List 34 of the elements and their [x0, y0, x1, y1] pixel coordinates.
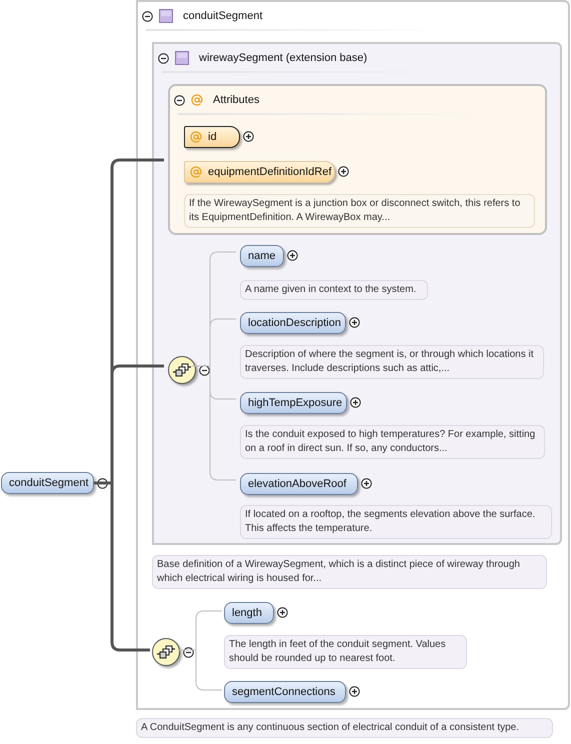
element-box: [224, 681, 346, 703]
attribute-name: equipmentDefinitionIdRef: [208, 164, 332, 180]
element-name: name: [248, 248, 276, 264]
sequence-compositor: [152, 638, 180, 666]
element-name: highTempExposure: [248, 396, 342, 411]
annotation-bubble: The length in feet of the conduit segment. Values should be rounded up to nearest foot.: [224, 635, 467, 669]
element-box: [240, 473, 358, 495]
attributes-panel: [168, 84, 547, 235]
element-name: conduitSegment: [9, 476, 88, 491]
element-name: locationDescription: [248, 316, 341, 331]
annotation-bubble: If the WirewaySegment is a junction box or disconnect switch, this refers to its EquipmentDefinition. A WirewayBox may...: [184, 194, 535, 228]
element-box: [240, 392, 347, 414]
element-box: [1, 472, 94, 494]
annotation-bubble: If located on a rooftop, the segments elevation above the surface. This affects the temperature.: [240, 505, 552, 539]
element-name: segmentConnections: [232, 684, 336, 700]
sequence-compositor: [168, 356, 196, 384]
element-box: [240, 312, 346, 334]
element-box: [224, 602, 274, 624]
attribute-name: id: [208, 130, 217, 145]
panel-title: conduitSegment: [183, 9, 262, 24]
annotation-bubble: Base definition of a WirewaySegment, which is a distinct piece of wireway through which electrical wiring is housed for...: [152, 555, 547, 589]
type-panel: [152, 42, 562, 545]
element-name: length: [232, 606, 262, 621]
type-panel: [136, 0, 570, 710]
annotation-bubble: Description of where the segment is, or through which locations it traverses. Include descriptions such as attic,...: [240, 345, 544, 379]
panel-title: wirewaySegment (extension base): [199, 51, 368, 66]
annotation-bubble: A ConduitSegment is any continuous section of electrical conduit of a consistent type.: [136, 718, 553, 738]
element-box: [240, 245, 284, 267]
attribute-box: [184, 161, 335, 183]
element-name: elevationAboveRoof: [248, 476, 346, 492]
attribute-box: [184, 126, 240, 148]
panel-title: Attributes: [213, 93, 260, 108]
annotation-bubble: A name given in context to the system.: [240, 280, 428, 300]
annotation-bubble: Is the conduit exposed to high temperatures? For example, sitting on a roof in direct sun. If so, any conductors...: [240, 425, 545, 459]
